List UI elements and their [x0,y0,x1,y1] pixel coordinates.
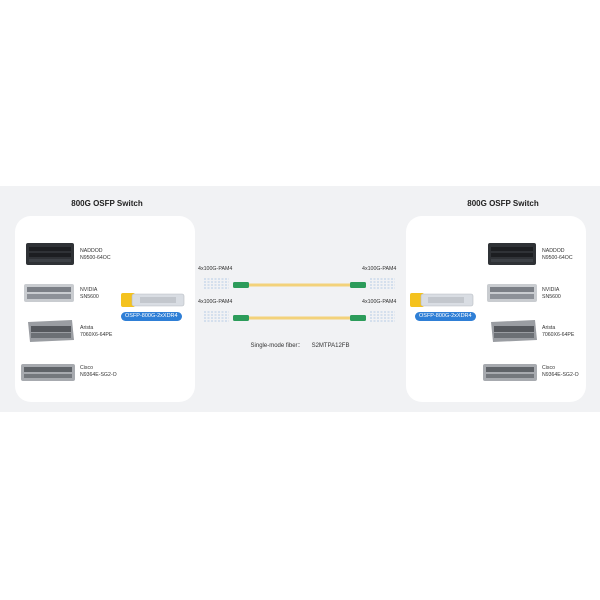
device-model: N9364E-SG2-O [80,372,117,378]
device-brand: Arista [542,325,556,331]
link1-right-label: 4x100G-PAM4 [362,266,397,272]
left-panel-title: 800G OSFP Switch [71,199,143,208]
device-brand: Cisco [542,365,555,371]
link1-left-label: 4x100G-PAM4 [198,266,233,272]
device-model: N9500-64OC [80,255,111,261]
device-brand: NVIDIA [80,287,98,293]
fiber-label: Single-mode fiber： [250,343,304,349]
right-module-tag: OSFP-800G-2xXDR4 [415,312,476,321]
fiber-part-number: S2MTPA12FB [311,343,350,349]
fiber-caption: Single-mode fiber： S2MTPA12FB [0,340,600,349]
device-brand: NADDOD [542,248,565,254]
device-brand: Cisco [80,365,93,371]
link2-left-label: 4x100G-PAM4 [198,299,233,305]
device-model: N9500-64OC [542,255,573,261]
device-brand: NADDOD [80,248,103,254]
device-model: SN5600 [542,294,561,300]
device-brand: Arista [80,325,94,331]
device-model: SN5600 [80,294,99,300]
link2-right-label: 4x100G-PAM4 [362,299,397,305]
device-model: 7060X6-64PE [80,332,113,338]
device-model: N9364E-SG2-O [542,372,579,378]
device-brand: NVIDIA [542,287,560,293]
device-model: 7060X6-64PE [542,332,575,338]
left-module-tag: OSFP-800G-2xXDR4 [121,312,182,321]
right-panel-title: 800G OSFP Switch [467,199,539,208]
